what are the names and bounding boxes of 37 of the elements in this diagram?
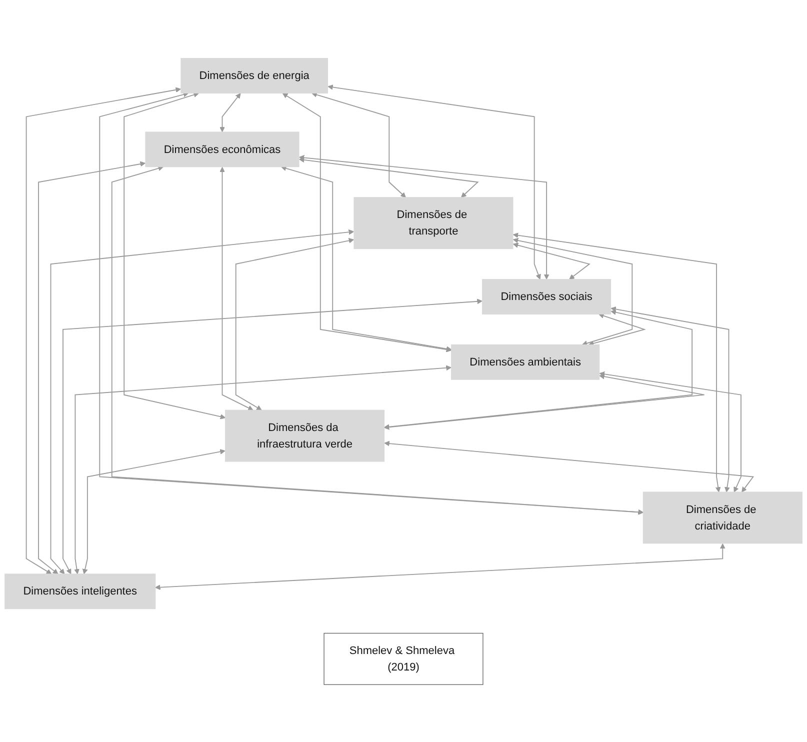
arrow <box>62 298 482 574</box>
arrow <box>299 154 550 280</box>
arrow <box>99 92 644 515</box>
arrow <box>74 365 452 574</box>
arrow <box>38 161 146 574</box>
arrow <box>328 84 541 280</box>
arrow <box>512 232 721 492</box>
node-box: Dimensões de transporte <box>354 197 514 250</box>
arrow <box>512 242 590 280</box>
arrow <box>82 449 226 574</box>
arrow <box>220 93 241 132</box>
arrow <box>512 238 633 346</box>
arrow <box>299 157 479 198</box>
node-box: Dimensões de criatividade <box>642 492 802 544</box>
node-box: Dimensões sociais <box>482 279 612 314</box>
arrow <box>50 229 354 574</box>
arrow <box>384 374 705 430</box>
arrow <box>384 440 754 492</box>
arrow <box>220 166 254 410</box>
arrow <box>282 93 452 352</box>
arrow <box>235 238 354 410</box>
arrow <box>26 87 181 574</box>
node-box: Dimensões econômicas <box>145 132 300 168</box>
arrow <box>281 166 452 352</box>
node-box: Dimensões de energia <box>180 58 328 94</box>
arrow <box>124 92 226 420</box>
arrow <box>610 306 730 492</box>
node-box: Dimensões inteligentes <box>4 574 156 610</box>
arrow <box>384 310 693 430</box>
arrow <box>588 313 646 346</box>
arrow <box>155 543 726 590</box>
arrow <box>312 92 406 198</box>
arrow <box>599 371 742 492</box>
arrow <box>111 166 644 515</box>
node-box: Dimensões ambientais <box>451 344 600 380</box>
node-box: Shmelev & Shmeleva (2019) <box>324 632 484 685</box>
node-box: Dimensões da infraestrutura verde <box>225 410 385 462</box>
